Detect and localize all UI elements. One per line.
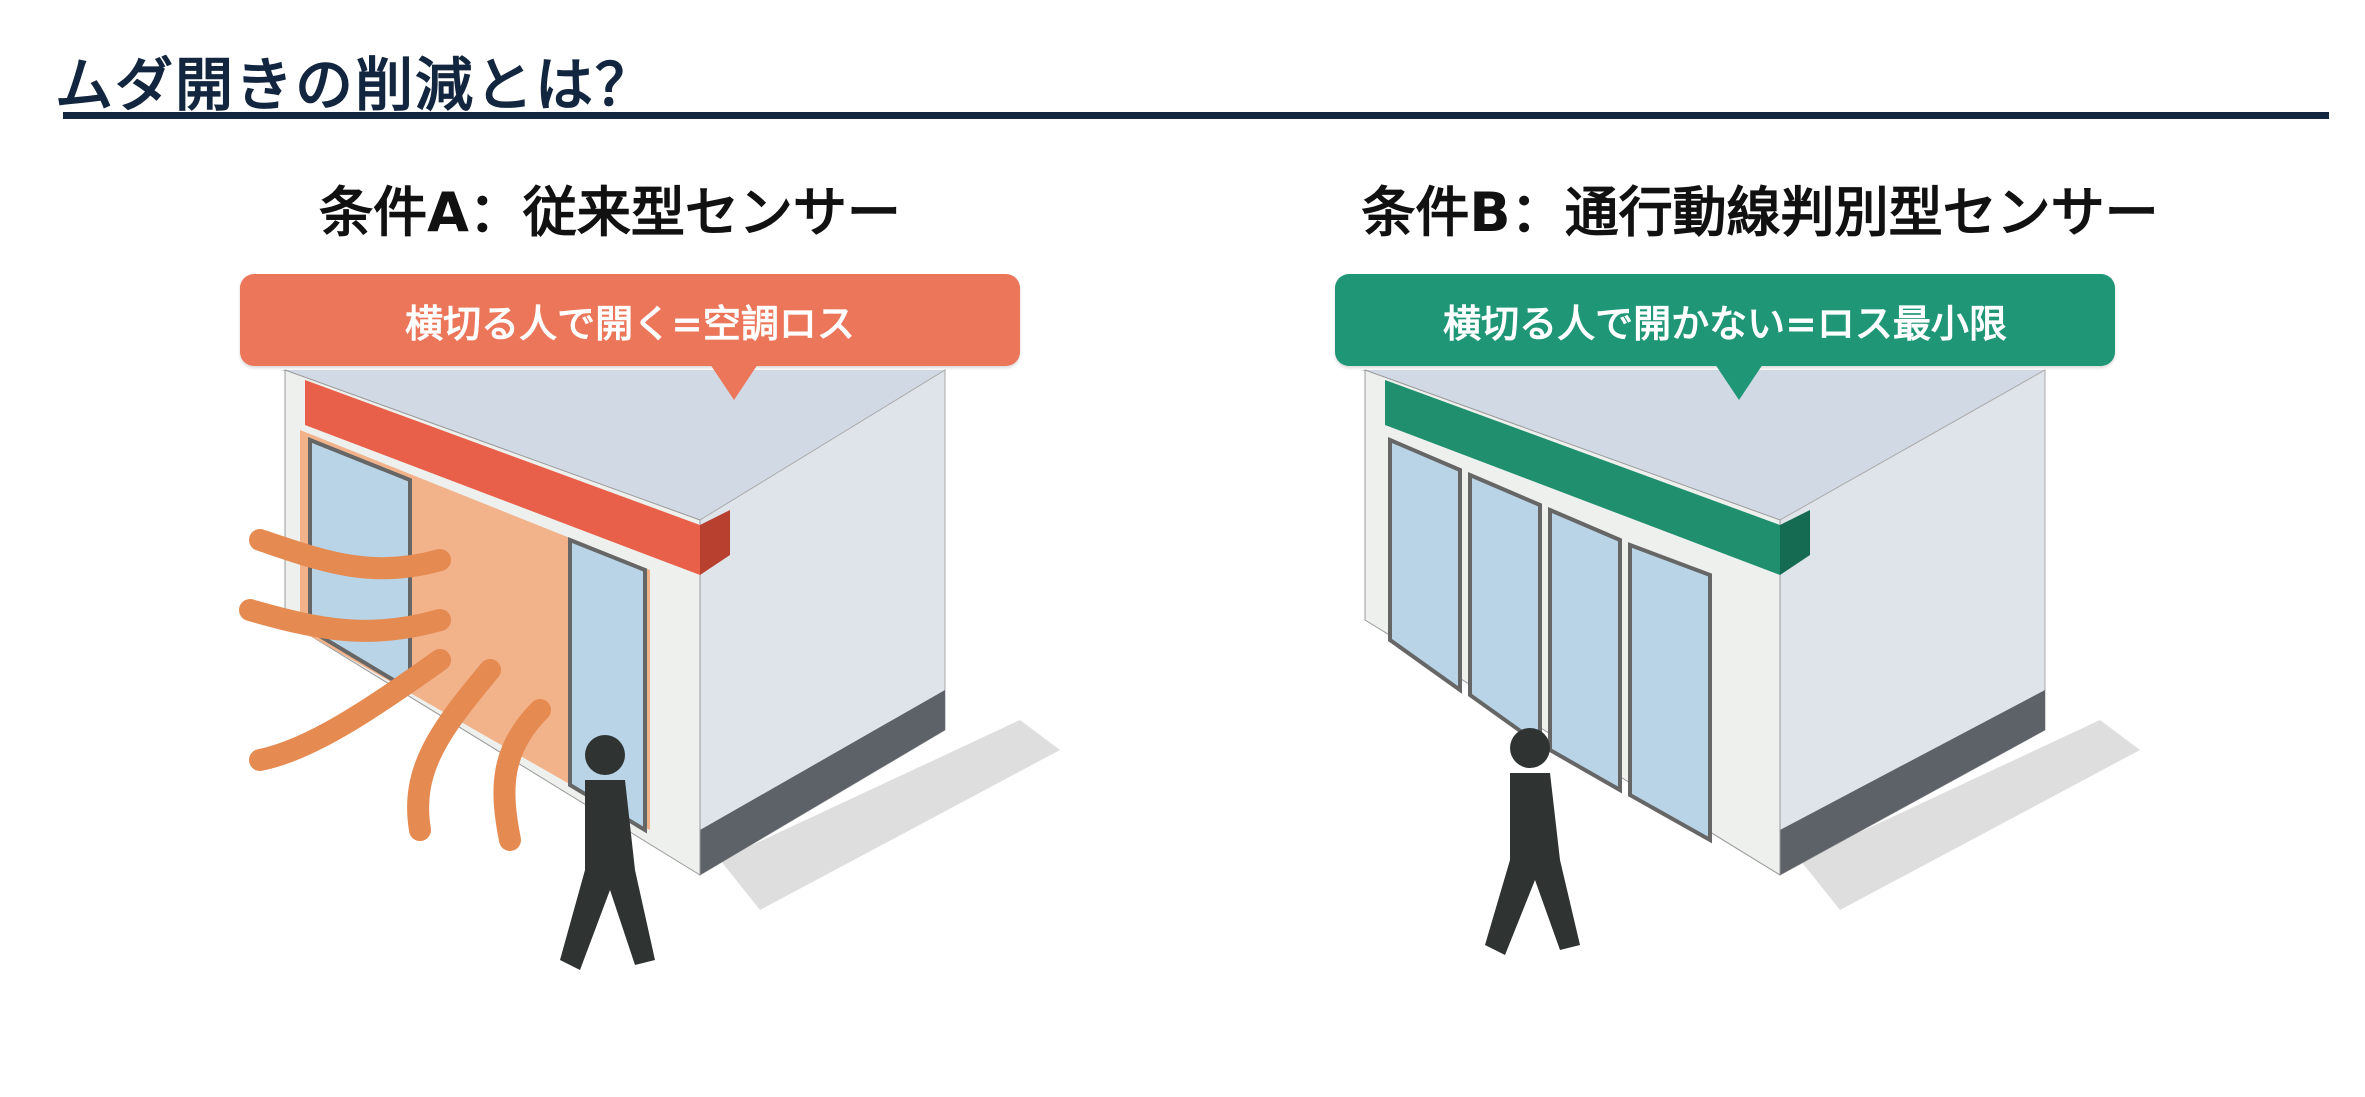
glass-door [1548,506,1622,794]
glass-panel [1388,436,1462,694]
sign-band [305,380,700,575]
callout-text: 横切る人で開かない=ロス最小限 [1443,301,2007,346]
page-title: ムダ開きの削減とは？ [55,51,656,119]
sign-band [1385,380,1780,575]
airflow-arrows-icon [239,529,551,851]
roof [1360,370,2045,520]
glass-panel [1628,542,1712,844]
base-side [1780,690,2045,875]
glass-door [1468,471,1542,749]
shadow [1800,720,2140,910]
title-divider [63,112,2329,119]
base-side [700,690,945,875]
heading-condition-a: 条件A：従来型センサー [319,181,901,244]
callout-condition-b: 横切る人で開かない=ロス最小限 [1335,274,2115,400]
walking-person-icon [1485,728,1580,955]
roof [280,370,945,520]
illustration-conventional-sensor [239,369,1060,970]
shadow [720,720,1060,910]
walking-person-icon [560,735,655,970]
callout-condition-a: 横切る人で開く=空調ロス [240,274,1020,400]
callout-text: 横切る人で開く=空調ロス [405,301,855,346]
illustration-path-detecting-sensor [1360,369,2140,955]
heading-condition-b: 条件B：通行動線判別型センサー [1361,181,2159,244]
